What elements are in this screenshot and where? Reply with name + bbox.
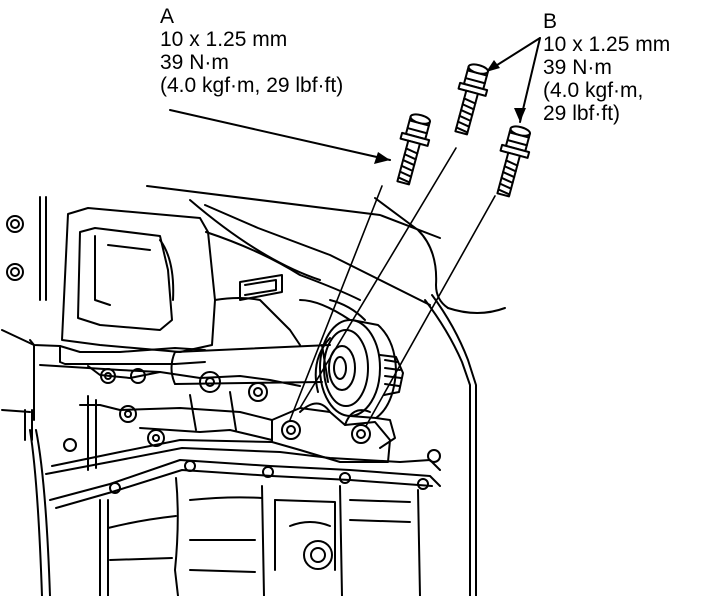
callout-b-torque: 39 N·m: [543, 56, 612, 79]
transmission-housing: [30, 208, 360, 372]
callout-b-size: 10 x 1.25 mm: [543, 33, 671, 56]
bolt-a-icon: [390, 112, 435, 187]
callout-a-size: 10 x 1.25 mm: [160, 28, 288, 51]
arrowhead-a: [374, 152, 390, 164]
drain-plug: [304, 541, 332, 569]
callout-a: A 10 x 1.25 mm 39 N·m (4.0 kgf·m, 29 lbf…: [160, 5, 343, 97]
mount-rod: [172, 338, 331, 392]
callout-a-letter: A: [160, 5, 175, 28]
callout-b: B 10 x 1.25 mm 39 N·m (4.0 kgf·m, 29 lbf…: [543, 10, 670, 125]
leader-a: [170, 110, 390, 160]
arrowhead-b-1: [486, 60, 500, 72]
leader-bolt-a: [290, 186, 382, 420]
mount-bracket: [272, 404, 390, 463]
oil-pan: [50, 450, 440, 596]
arrowhead-b-2: [514, 108, 526, 122]
arrowheads: [374, 60, 526, 164]
engine-block: [46, 366, 440, 474]
leader-lines: [170, 38, 540, 426]
bolt-hole-b: [352, 425, 370, 443]
leader-bolt-b1: [300, 148, 456, 408]
body-panel: [147, 186, 505, 596]
leader-bolt-b2: [366, 196, 495, 426]
callout-a-torque-alt: (4.0 kgf·m, 29 lbf·ft): [160, 74, 344, 97]
housing-slot: [240, 275, 282, 300]
bolt-hole-a: [282, 421, 300, 439]
left-frame: [2, 197, 50, 596]
bolt-b2-icon: [490, 124, 535, 199]
callout-a-torque: 39 N·m: [160, 51, 229, 74]
bolt-b1-icon: [448, 62, 493, 137]
callout-b-torque-alt-2: 29 lbf·ft): [543, 102, 621, 125]
callout-b-letter: B: [543, 10, 558, 33]
callout-b-torque-alt-1: (4.0 kgf·m,: [543, 79, 644, 102]
